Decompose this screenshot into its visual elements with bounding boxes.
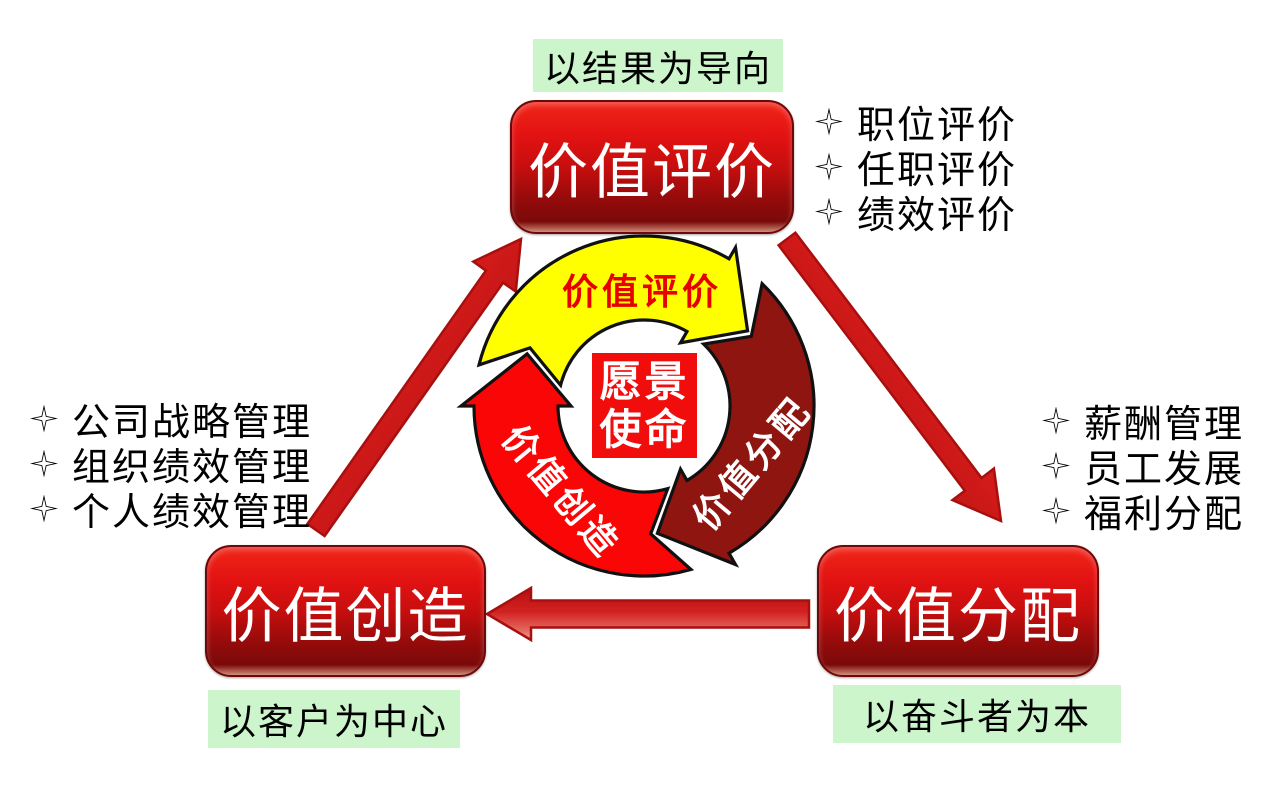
evaluation-methods-list: 职位评价任职评价绩效评价 — [815, 99, 1017, 237]
cycle-evaluation-label: 价值评价 — [561, 271, 722, 312]
list-item-label: 公司战略管理 — [72, 402, 313, 444]
caption-strivers-based: 以奋斗者为本 — [833, 685, 1121, 743]
list-item-label: 福利分配 — [1084, 494, 1245, 536]
list-item: 薪酬管理 — [1042, 398, 1244, 446]
list-item-label: 薪酬管理 — [1084, 404, 1245, 446]
value-evaluation-box: 价值评价 — [510, 100, 794, 234]
diamond-bullet-icon — [815, 198, 843, 226]
cycle-distribution-arc — [655, 280, 816, 568]
list-item: 个人绩效管理 — [30, 486, 312, 534]
distribution-management-list: 薪酬管理员工发展福利分配 — [1042, 398, 1244, 536]
diamond-bullet-icon — [30, 450, 58, 478]
diamond-bullet-icon — [1042, 452, 1070, 480]
value-distribution-box: 价值分配 — [817, 545, 1099, 677]
list-item: 任职评价 — [815, 144, 1017, 192]
cycle-creation-arc — [456, 351, 695, 578]
arrow-distribution-to-creation — [484, 585, 811, 643]
list-item-label: 职位评价 — [857, 105, 1018, 147]
caption-results-orientation: 以结果为导向 — [533, 39, 783, 92]
arrow-creation-to-evaluation — [305, 236, 523, 538]
arrow-evaluation-to-distribution — [776, 230, 1003, 524]
vision-line: 愿景 — [599, 357, 690, 405]
diamond-bullet-icon — [815, 153, 843, 181]
diamond-bullet-icon — [1042, 497, 1070, 525]
diamond-bullet-icon — [1042, 407, 1070, 435]
diamond-bullet-icon — [815, 108, 843, 136]
cycle-evaluation-arc — [476, 234, 750, 389]
list-item-label: 组织绩效管理 — [72, 447, 313, 489]
list-item-label: 员工发展 — [1084, 449, 1245, 491]
list-item: 职位评价 — [815, 99, 1017, 147]
list-item: 公司战略管理 — [30, 396, 312, 444]
diamond-bullet-icon — [30, 495, 58, 523]
list-item-label: 绩效评价 — [857, 195, 1018, 237]
list-item: 员工发展 — [1042, 443, 1244, 491]
list-item: 组织绩效管理 — [30, 441, 312, 489]
list-item-label: 个人绩效管理 — [72, 492, 313, 534]
diamond-bullet-icon — [30, 405, 58, 433]
value-creation-box: 价值创造 — [205, 545, 486, 677]
vision-mission-box: 愿景 使命 — [592, 353, 697, 458]
list-item-label: 任职评价 — [857, 150, 1018, 192]
list-item: 福利分配 — [1042, 488, 1244, 536]
list-item: 绩效评价 — [815, 189, 1017, 237]
creation-management-list: 公司战略管理组织绩效管理个人绩效管理 — [30, 396, 312, 534]
mission-line: 使命 — [599, 405, 690, 453]
caption-customer-centric: 以客户为中心 — [208, 690, 460, 748]
